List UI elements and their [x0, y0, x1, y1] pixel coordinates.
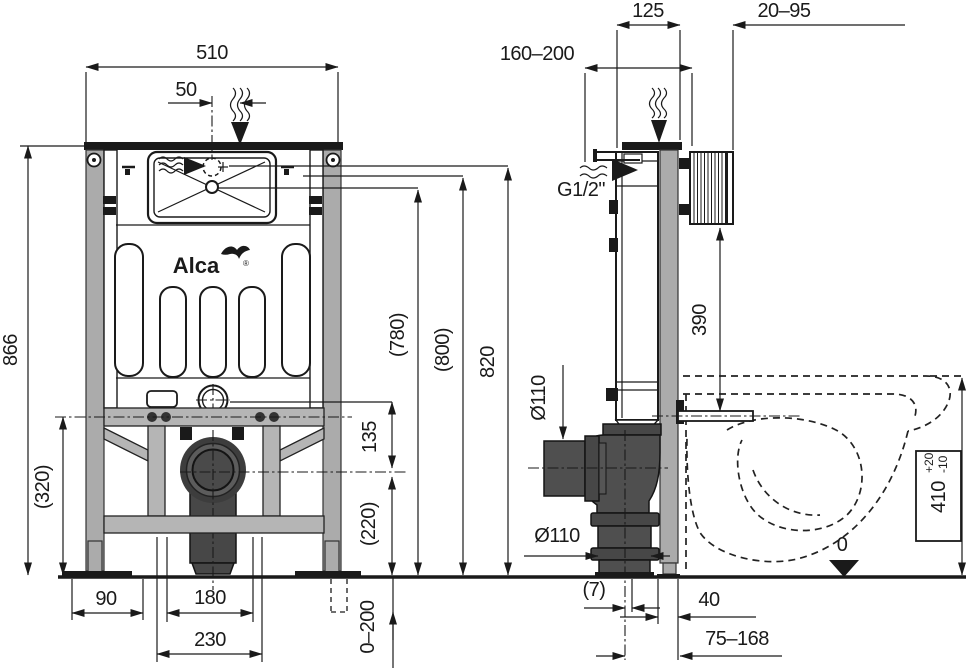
dim-legs-0-200: 0–200 [357, 600, 379, 653]
lower-crossbeam [103, 515, 325, 534]
brand-logo: Alca ® [173, 245, 250, 278]
down-arrow-icon [231, 122, 249, 145]
frame-right-rail [309, 149, 324, 409]
water-wave [158, 162, 184, 168]
tank-slot [114, 243, 144, 377]
dim-230: 230 [194, 629, 226, 651]
dim-height-800: (800) [432, 328, 454, 372]
dim-height-320: (320) [32, 465, 54, 509]
dim-220: (220) [358, 502, 380, 546]
connection-bracket [146, 390, 178, 408]
foot-plate [295, 571, 361, 577]
corner-bolt-right-dot [331, 158, 335, 162]
cistern-clip [609, 238, 618, 252]
flow-arrow-icon [184, 157, 206, 175]
support-column [262, 425, 281, 517]
dim-390: 390 [689, 304, 711, 336]
datum-triangle-icon [829, 560, 859, 577]
side-top-bar [622, 142, 682, 150]
foot-extension-dashed [330, 579, 348, 613]
side-foot [662, 562, 677, 575]
front-view: Alca ® [55, 87, 361, 613]
rail-clip [103, 207, 116, 215]
beam-bolt [147, 412, 157, 422]
dim-40: 40 [698, 589, 720, 611]
side-dimensions: 125 20–95 160–200 G1/2" 390 Ø110 Ø110 41… [500, 0, 966, 660]
cistern-clip [609, 200, 618, 214]
dim-135: 135 [359, 421, 381, 453]
frame-top-bar [84, 142, 343, 150]
water-wave [579, 173, 608, 179]
registered-mark: ® [243, 259, 249, 268]
beam-bolt [161, 412, 171, 422]
flush-actuator-unit [679, 151, 734, 225]
dim-20-95: 20–95 [757, 0, 810, 22]
dim-dia110-outlet: Ø110 [534, 525, 580, 547]
water-wave [158, 168, 184, 174]
wc-bowl-dashed-outline [683, 375, 952, 570]
flush-vent-symbol [229, 87, 251, 145]
supply-pipe-end [593, 149, 597, 162]
dim-160-200: 160–200 [500, 43, 575, 65]
dim-410-box [915, 450, 962, 542]
water-level-icon [122, 165, 135, 175]
dim-410-plus: +20 [922, 452, 936, 473]
datum-zero-label: 0 [837, 534, 848, 556]
side-view: 0 [528, 87, 952, 660]
dim-dia110-sleeve: Ø110 [528, 375, 550, 421]
dim-7: (7) [583, 579, 606, 601]
dim-180: 180 [194, 587, 226, 609]
corner-bolt-left-dot [92, 158, 96, 162]
water-level-icon [281, 165, 294, 175]
diagonal-brace [103, 426, 149, 463]
tank-slot [238, 286, 266, 378]
cistern-clip [606, 388, 618, 401]
bird-icon [221, 245, 250, 259]
rail-clip [309, 207, 322, 215]
support-column [147, 425, 166, 517]
dim-height-866: 866 [0, 334, 22, 366]
foot-plate [62, 571, 132, 577]
down-arrow-icon [651, 120, 667, 143]
flush-vent-symbol [648, 87, 668, 143]
dim-410: 410 [928, 481, 950, 513]
dim-height-780: (780) [387, 313, 409, 357]
flow-arrow-icon [612, 159, 638, 181]
water-wave [158, 156, 184, 162]
dim-offset-50: 50 [175, 79, 197, 101]
pipe-clip [232, 427, 244, 440]
frame-right-profile [322, 149, 342, 572]
rail-clip [309, 196, 322, 204]
tank-slot [159, 286, 187, 378]
elbow-collar [602, 423, 662, 436]
front-dimensions: 510 50 866 (320) (780) (800) 820 135 (22… [0, 42, 512, 668]
adjustable-foot [324, 540, 340, 573]
side-frame-profile [659, 149, 679, 564]
frame-left-profile [85, 149, 105, 572]
flush-valve-top [623, 153, 643, 164]
rail-clip [103, 196, 116, 204]
water-wave [579, 165, 608, 171]
dim-height-820: 820 [477, 346, 499, 378]
window-center-pivot [205, 180, 219, 194]
diagonal-brace [279, 426, 325, 463]
dim-125: 125 [632, 0, 664, 22]
adjustable-foot [87, 540, 103, 573]
tank-slot [281, 243, 311, 377]
dim-width-510: 510 [196, 42, 228, 64]
tank-slot [199, 286, 227, 378]
dim-410-minus: -10 [936, 455, 950, 473]
cistern-side [615, 151, 659, 421]
dim-75-168: 75–168 [705, 628, 769, 650]
thread-size-label: G1/2" [557, 179, 605, 201]
pipe-clip [180, 427, 192, 440]
dim-90: 90 [95, 588, 117, 610]
brand-name: Alca [173, 253, 220, 278]
